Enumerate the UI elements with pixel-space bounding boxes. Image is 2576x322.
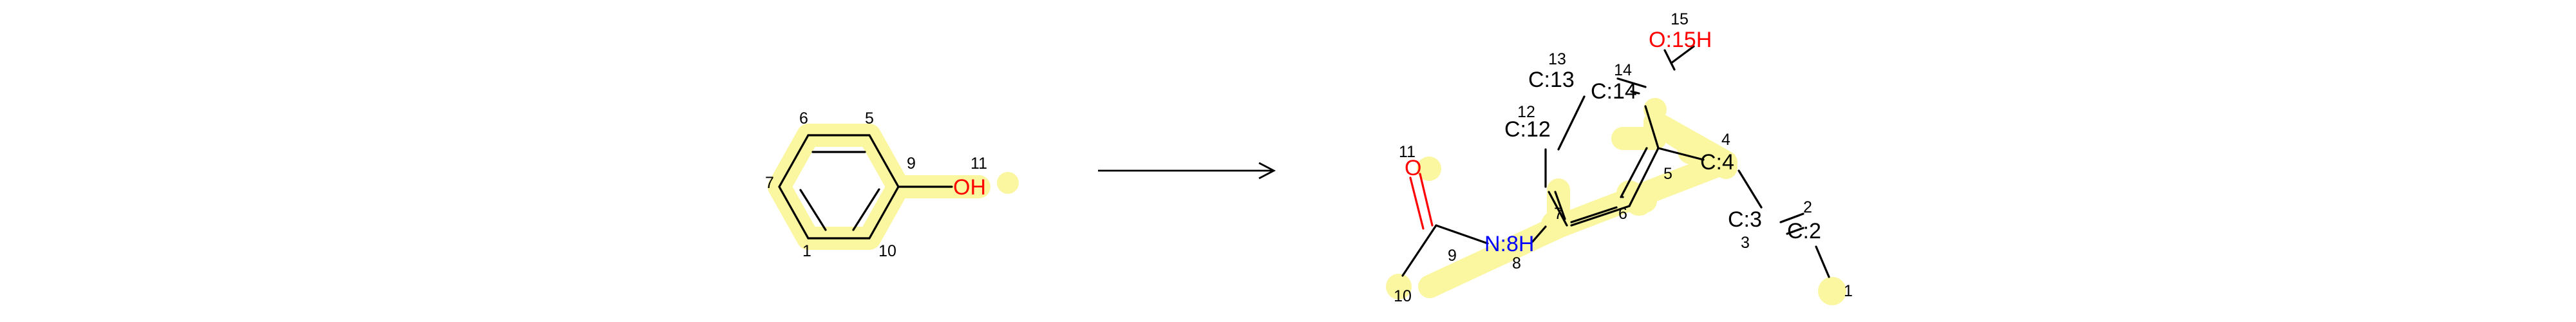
product-map-12: 12 — [1517, 103, 1535, 121]
product-c14-label: C:14 — [1591, 79, 1637, 104]
product-map-4: 4 — [1721, 131, 1730, 149]
product-c2-label: C:2 — [1787, 219, 1821, 243]
product-map-9: 9 — [1448, 247, 1457, 265]
product-map-13: 13 — [1548, 50, 1566, 68]
reactant-map-11: 11 — [971, 155, 987, 173]
product-map-5: 5 — [1663, 165, 1672, 183]
reactant-phenol: OH 6 5 9 11 7 1 10 — [765, 109, 1019, 260]
product-o15-label: O:15H — [1649, 28, 1712, 52]
reactant-map-6: 6 — [799, 109, 808, 128]
product-map-7: 7 — [1554, 205, 1563, 223]
product-highlight — [1386, 98, 1846, 305]
product-c3-label: C:3 — [1728, 207, 1762, 232]
product-o11-label: O — [1405, 156, 1421, 180]
product-c12-label: C:12 — [1504, 117, 1551, 142]
product-c4-label: C:4 — [1700, 150, 1734, 175]
product-map-6: 6 — [1618, 205, 1627, 223]
product-molecule: O:15H C:13 C:14 C:12 C:4 O N:8H C:3 C:2 … — [1386, 10, 1853, 305]
product-map-3: 3 — [1741, 234, 1750, 252]
product-bonds — [1401, 45, 1830, 278]
product-map-8: 8 — [1512, 254, 1521, 272]
product-map-10: 10 — [1394, 287, 1412, 305]
reactant-map-7: 7 — [765, 174, 774, 192]
product-map-2: 2 — [1803, 198, 1812, 216]
product-map-1: 1 — [1844, 282, 1853, 300]
reactant-oh-label: OH — [953, 175, 986, 200]
reactant-map-5: 5 — [865, 109, 874, 128]
product-c13-label: C:13 — [1528, 68, 1575, 92]
product-map-15: 15 — [1671, 10, 1689, 28]
product-n8-label: N:8H — [1484, 232, 1534, 256]
product-map-11: 11 — [1399, 143, 1416, 161]
reactant-bonds — [778, 134, 953, 240]
reactant-map-9: 9 — [907, 155, 916, 173]
product-map-14: 14 — [1614, 61, 1632, 79]
reactant-map-10: 10 — [878, 242, 896, 260]
reactant-map-1: 1 — [802, 242, 811, 260]
reaction-arrow — [1098, 162, 1276, 180]
